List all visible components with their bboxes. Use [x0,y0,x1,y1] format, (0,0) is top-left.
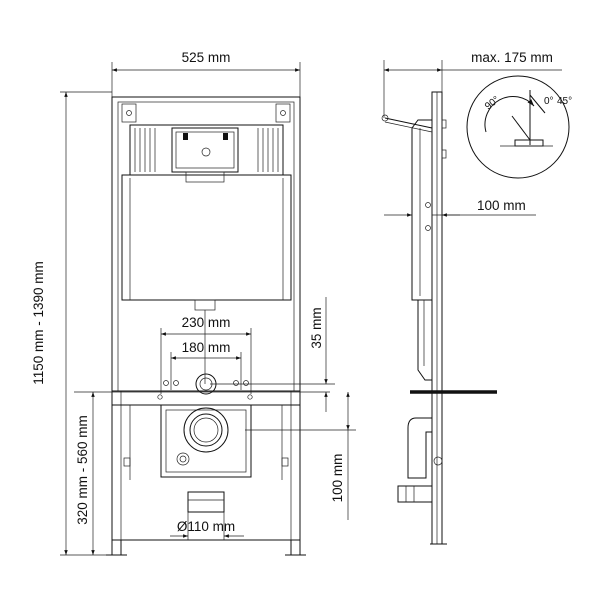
flush-opening [171,127,239,183]
cistern [121,124,292,301]
angle-detail: 90° 0° 45° [466,75,572,179]
frame-width-label: 525 mm [182,50,231,65]
pipe-spacing-outer-label: 230 mm [182,315,231,330]
frame-outline [111,96,301,541]
dimension-lines [60,60,562,556]
outlet-height-label: 320 mm - 560 mm [75,415,90,525]
angle-0-label: 0° [544,96,554,107]
dimension-labels: 525 mm max. 175 mm 1150 mm - 1390 mm 320… [31,50,553,534]
angle-90-label: 90° [483,94,502,112]
front-view [106,96,306,556]
crossbar [111,390,301,406]
angle-45-label: 45° [557,96,572,107]
inlet-height-label: 35 mm [309,307,324,348]
pipe-spacing-inner-label: 180 mm [182,340,231,355]
drain-diameter-label: Ø110 mm [177,519,235,534]
side-view [381,91,497,545]
max-depth-label: max. 175 mm [471,50,553,65]
total-height-label: 1150 mm - 1390 mm [31,261,46,385]
flush-plate-offset-label: 100 mm [477,198,526,213]
waste-outlet [183,407,229,453]
outlet-spacing-label: 100 mm [330,454,345,503]
